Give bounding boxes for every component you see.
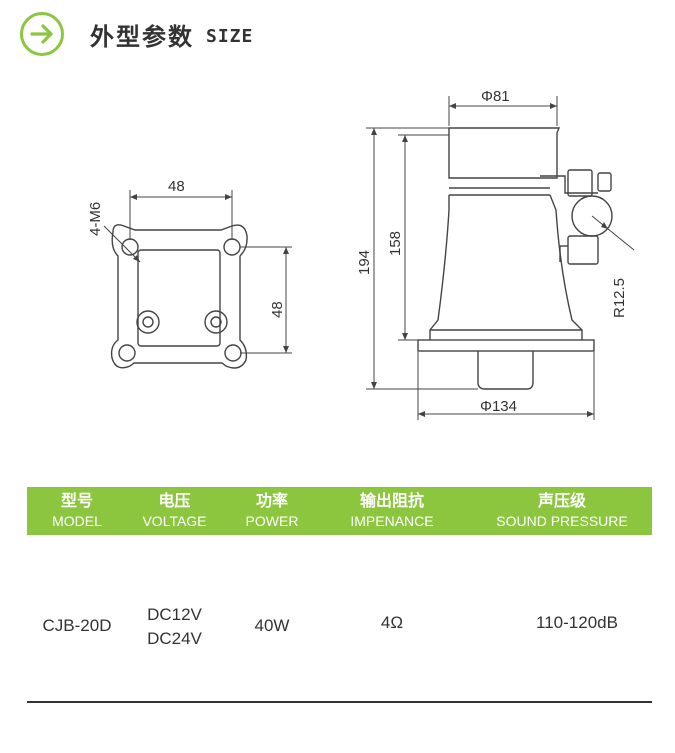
technical-drawing: 48 48 4-M6 [87,88,635,420]
arrow-right-icon [20,12,64,56]
cell-sound-pressure: 110-120dB [536,613,618,632]
horn-speaker [417,127,613,390]
mount-height-label: 48 [269,301,286,318]
cell-impedance: 4Ω [380,613,404,632]
header-impedance: 输出阻抗 IMPENANCE [350,491,434,529]
header-sound-pressure: 声压级 SOUND PRESSURE [496,491,628,529]
mount-hole-label: 4-M6 [87,202,104,236]
horn-base-diameter-label: Φ134 [480,398,517,415]
header-power: 功率 POWER [245,491,299,529]
section-header: 外型参数 SIZE [20,12,253,56]
spec-table-header: 型号 MODEL 电压 VOLTAGE 功率 POWER 输出阻抗 IMPENA… [27,487,652,535]
cell-power: 40W [254,616,290,635]
bracket-radius-label: R12.5 [611,278,628,318]
cell-voltage-2: DC24V [147,629,202,648]
horn-top-diameter-label: Φ81 [481,88,510,105]
header-voltage: 电压 VOLTAGE [142,491,207,529]
cell-voltage-1: DC12V [147,605,202,624]
section-title-en: SIZE [206,25,254,47]
horn-body-height-label: 158 [387,231,404,256]
cell-model: CJB-20D [42,616,112,635]
mounting-plate [110,224,248,369]
section-title-cn: 外型参数 [90,22,194,51]
mount-width-label: 48 [168,178,185,195]
horn-total-height-label: 194 [356,250,373,275]
header-model: 型号 MODEL [52,491,102,529]
table-bottom-rule [27,701,652,703]
